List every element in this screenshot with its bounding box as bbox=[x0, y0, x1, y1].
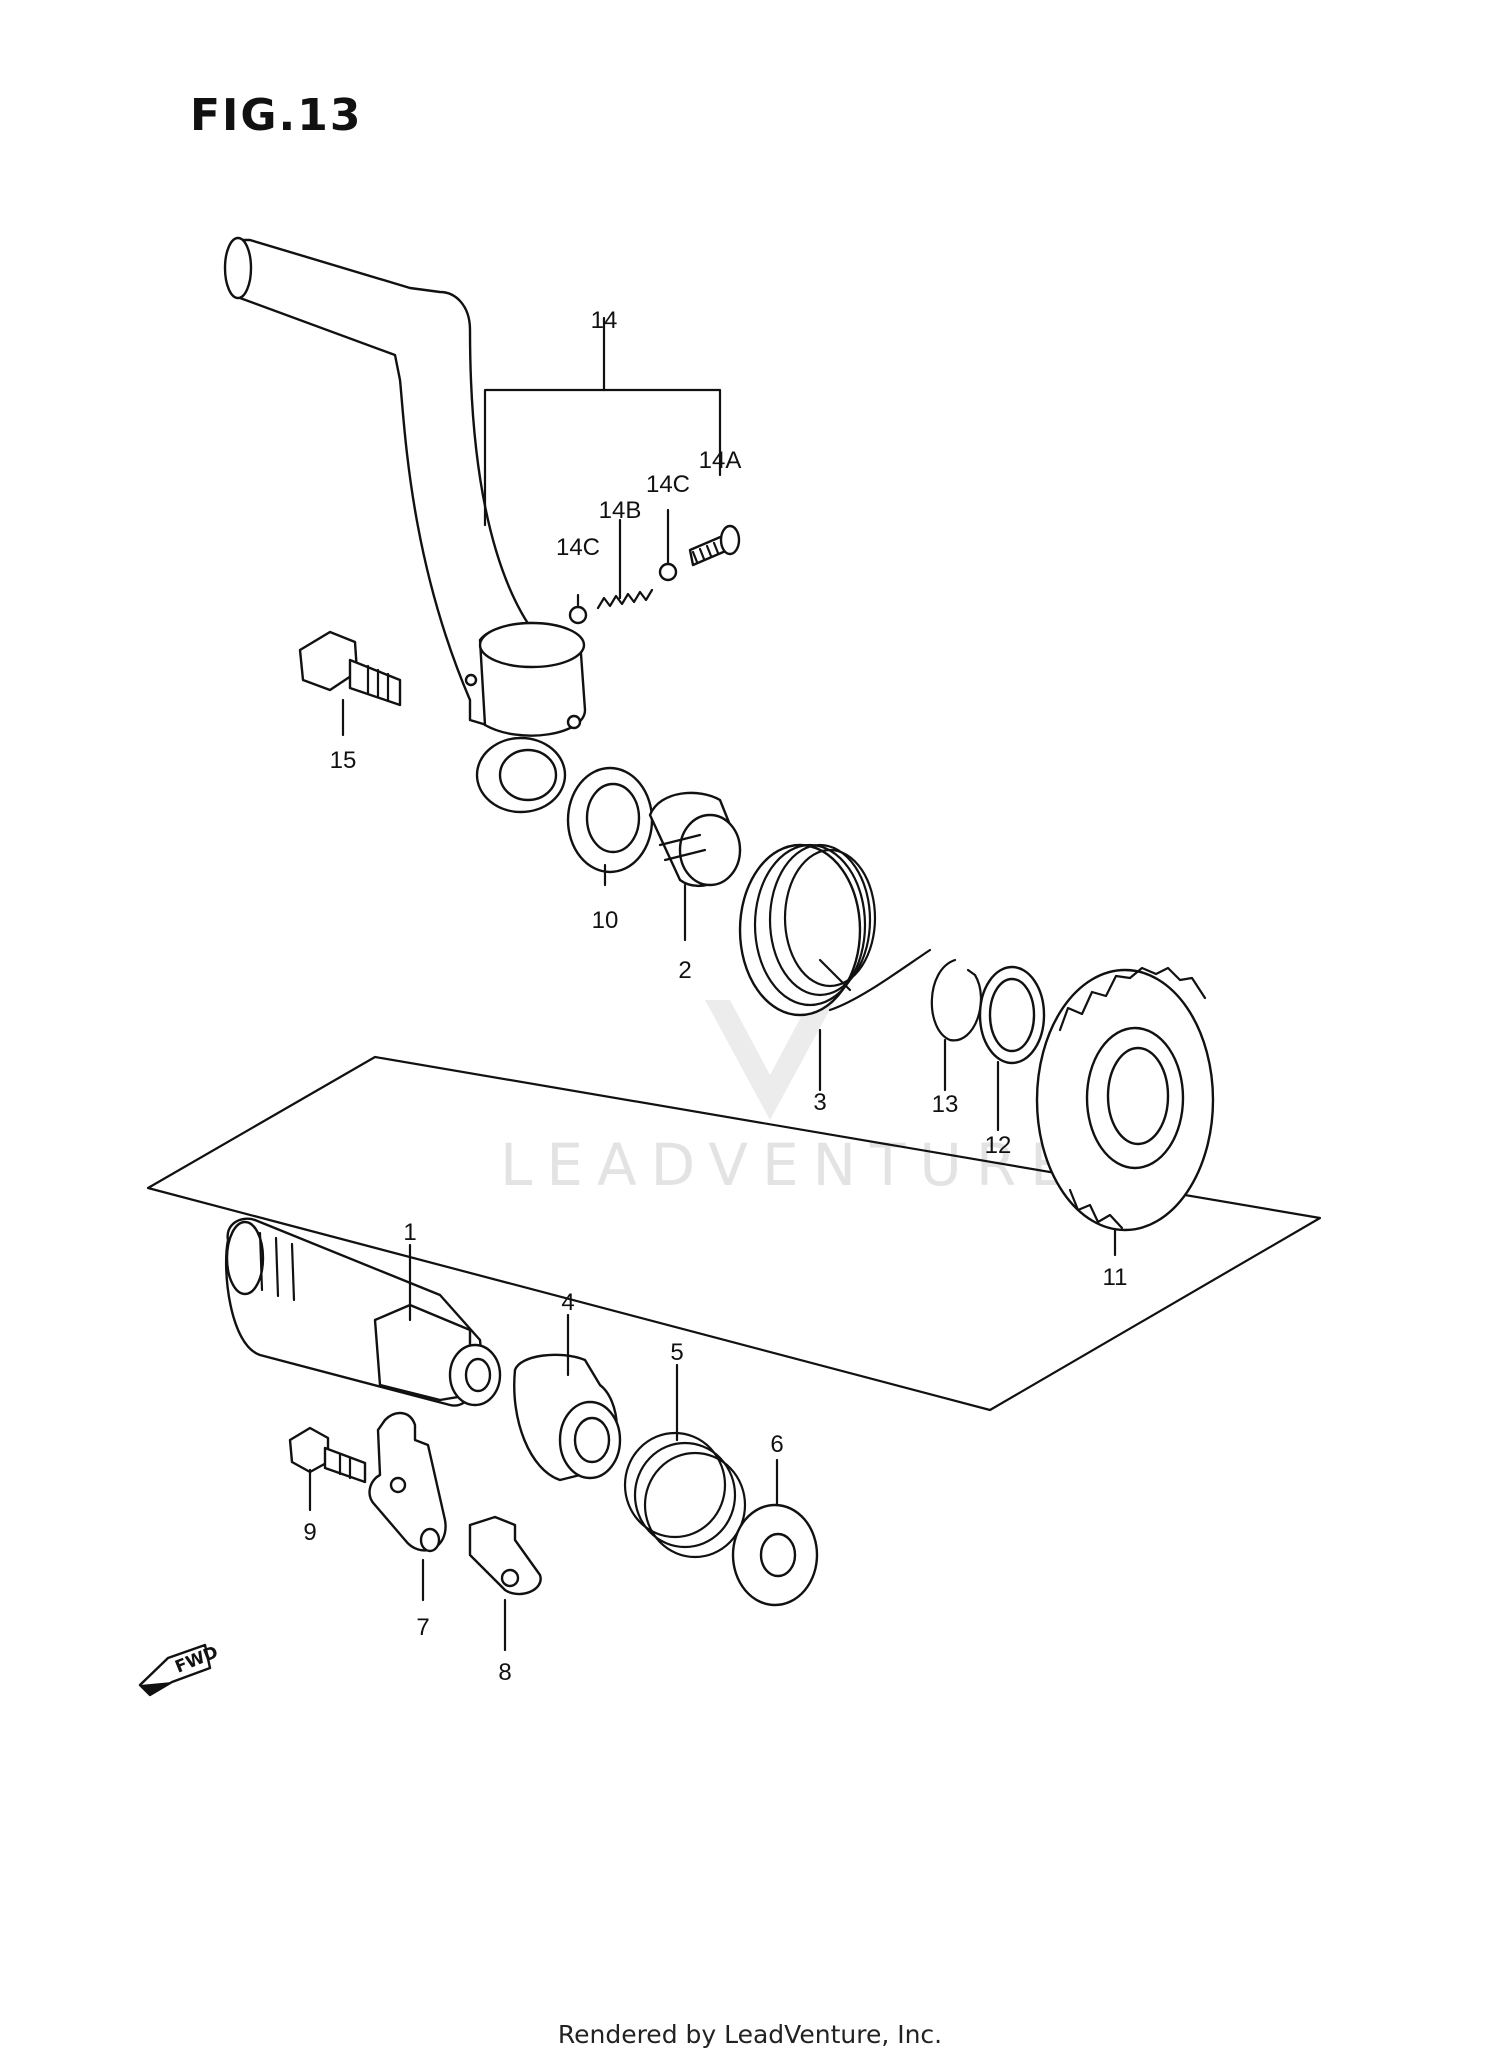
watermark: LEADVENTURE bbox=[500, 1000, 1081, 1199]
plate-8[interactable] bbox=[468, 1515, 542, 1596]
footer-credit: Rendered by LeadVenture, Inc. bbox=[557, 2020, 943, 2049]
kick-shaft-1[interactable] bbox=[225, 1217, 502, 1407]
callout-9: 9 bbox=[303, 1519, 316, 1546]
ball-14c-left[interactable] bbox=[568, 605, 588, 625]
callout-3: 3 bbox=[813, 1089, 826, 1116]
callout-13: 13 bbox=[932, 1091, 959, 1118]
callout-11: 11 bbox=[1103, 1264, 1128, 1291]
figure-title: FIG.13 bbox=[190, 90, 363, 141]
callout-5: 5 bbox=[670, 1339, 683, 1366]
kick-starter-lever[interactable] bbox=[223, 236, 587, 814]
spring-14b[interactable] bbox=[596, 588, 654, 610]
callout-2: 2 bbox=[678, 957, 691, 984]
callout-15: 15 bbox=[330, 747, 357, 774]
ratchet-4[interactable] bbox=[513, 1353, 622, 1482]
assembly-boundary bbox=[146, 1055, 1322, 1412]
callout-14c-right: 14C bbox=[646, 471, 690, 498]
callout-14b: 14B bbox=[599, 497, 642, 524]
callout-7: 7 bbox=[416, 1614, 429, 1641]
stopper-plate-7[interactable] bbox=[368, 1411, 447, 1553]
circlip-13[interactable] bbox=[930, 958, 983, 1042]
spring-guide-2[interactable] bbox=[648, 791, 742, 888]
callout-labels: 14 14A 14C 14B 14C 15 10 2 3 13 12 11 1 … bbox=[303, 307, 1127, 1686]
leader-lines bbox=[308, 508, 1117, 1652]
callout-1: 1 bbox=[403, 1219, 416, 1246]
ball-14c-right[interactable] bbox=[658, 562, 678, 582]
bolt-15[interactable] bbox=[298, 630, 402, 707]
oil-seal-10[interactable] bbox=[566, 766, 654, 874]
callout-4: 4 bbox=[561, 1289, 574, 1316]
kick-gear-11[interactable] bbox=[1035, 966, 1215, 1232]
callout-6: 6 bbox=[770, 1431, 783, 1458]
callout-14: 14 bbox=[591, 307, 618, 334]
callout-12: 12 bbox=[985, 1132, 1012, 1159]
washer-12[interactable] bbox=[978, 965, 1046, 1065]
callout-8: 8 bbox=[498, 1659, 511, 1686]
callout-14c-left: 14C bbox=[556, 534, 600, 561]
watermark-text: LEADVENTURE bbox=[500, 1131, 1081, 1199]
callout-bracket-14 bbox=[483, 316, 722, 527]
callout-14a: 14A bbox=[699, 447, 742, 474]
washer-6[interactable] bbox=[731, 1503, 819, 1607]
bolt-9[interactable] bbox=[288, 1426, 367, 1484]
ratchet-spring-5[interactable] bbox=[623, 1431, 747, 1559]
screw-14a[interactable] bbox=[688, 524, 741, 567]
fwd-arrow-icon: FWD bbox=[138, 1642, 221, 1697]
return-spring-3[interactable] bbox=[738, 843, 932, 1017]
callout-10: 10 bbox=[592, 907, 619, 934]
